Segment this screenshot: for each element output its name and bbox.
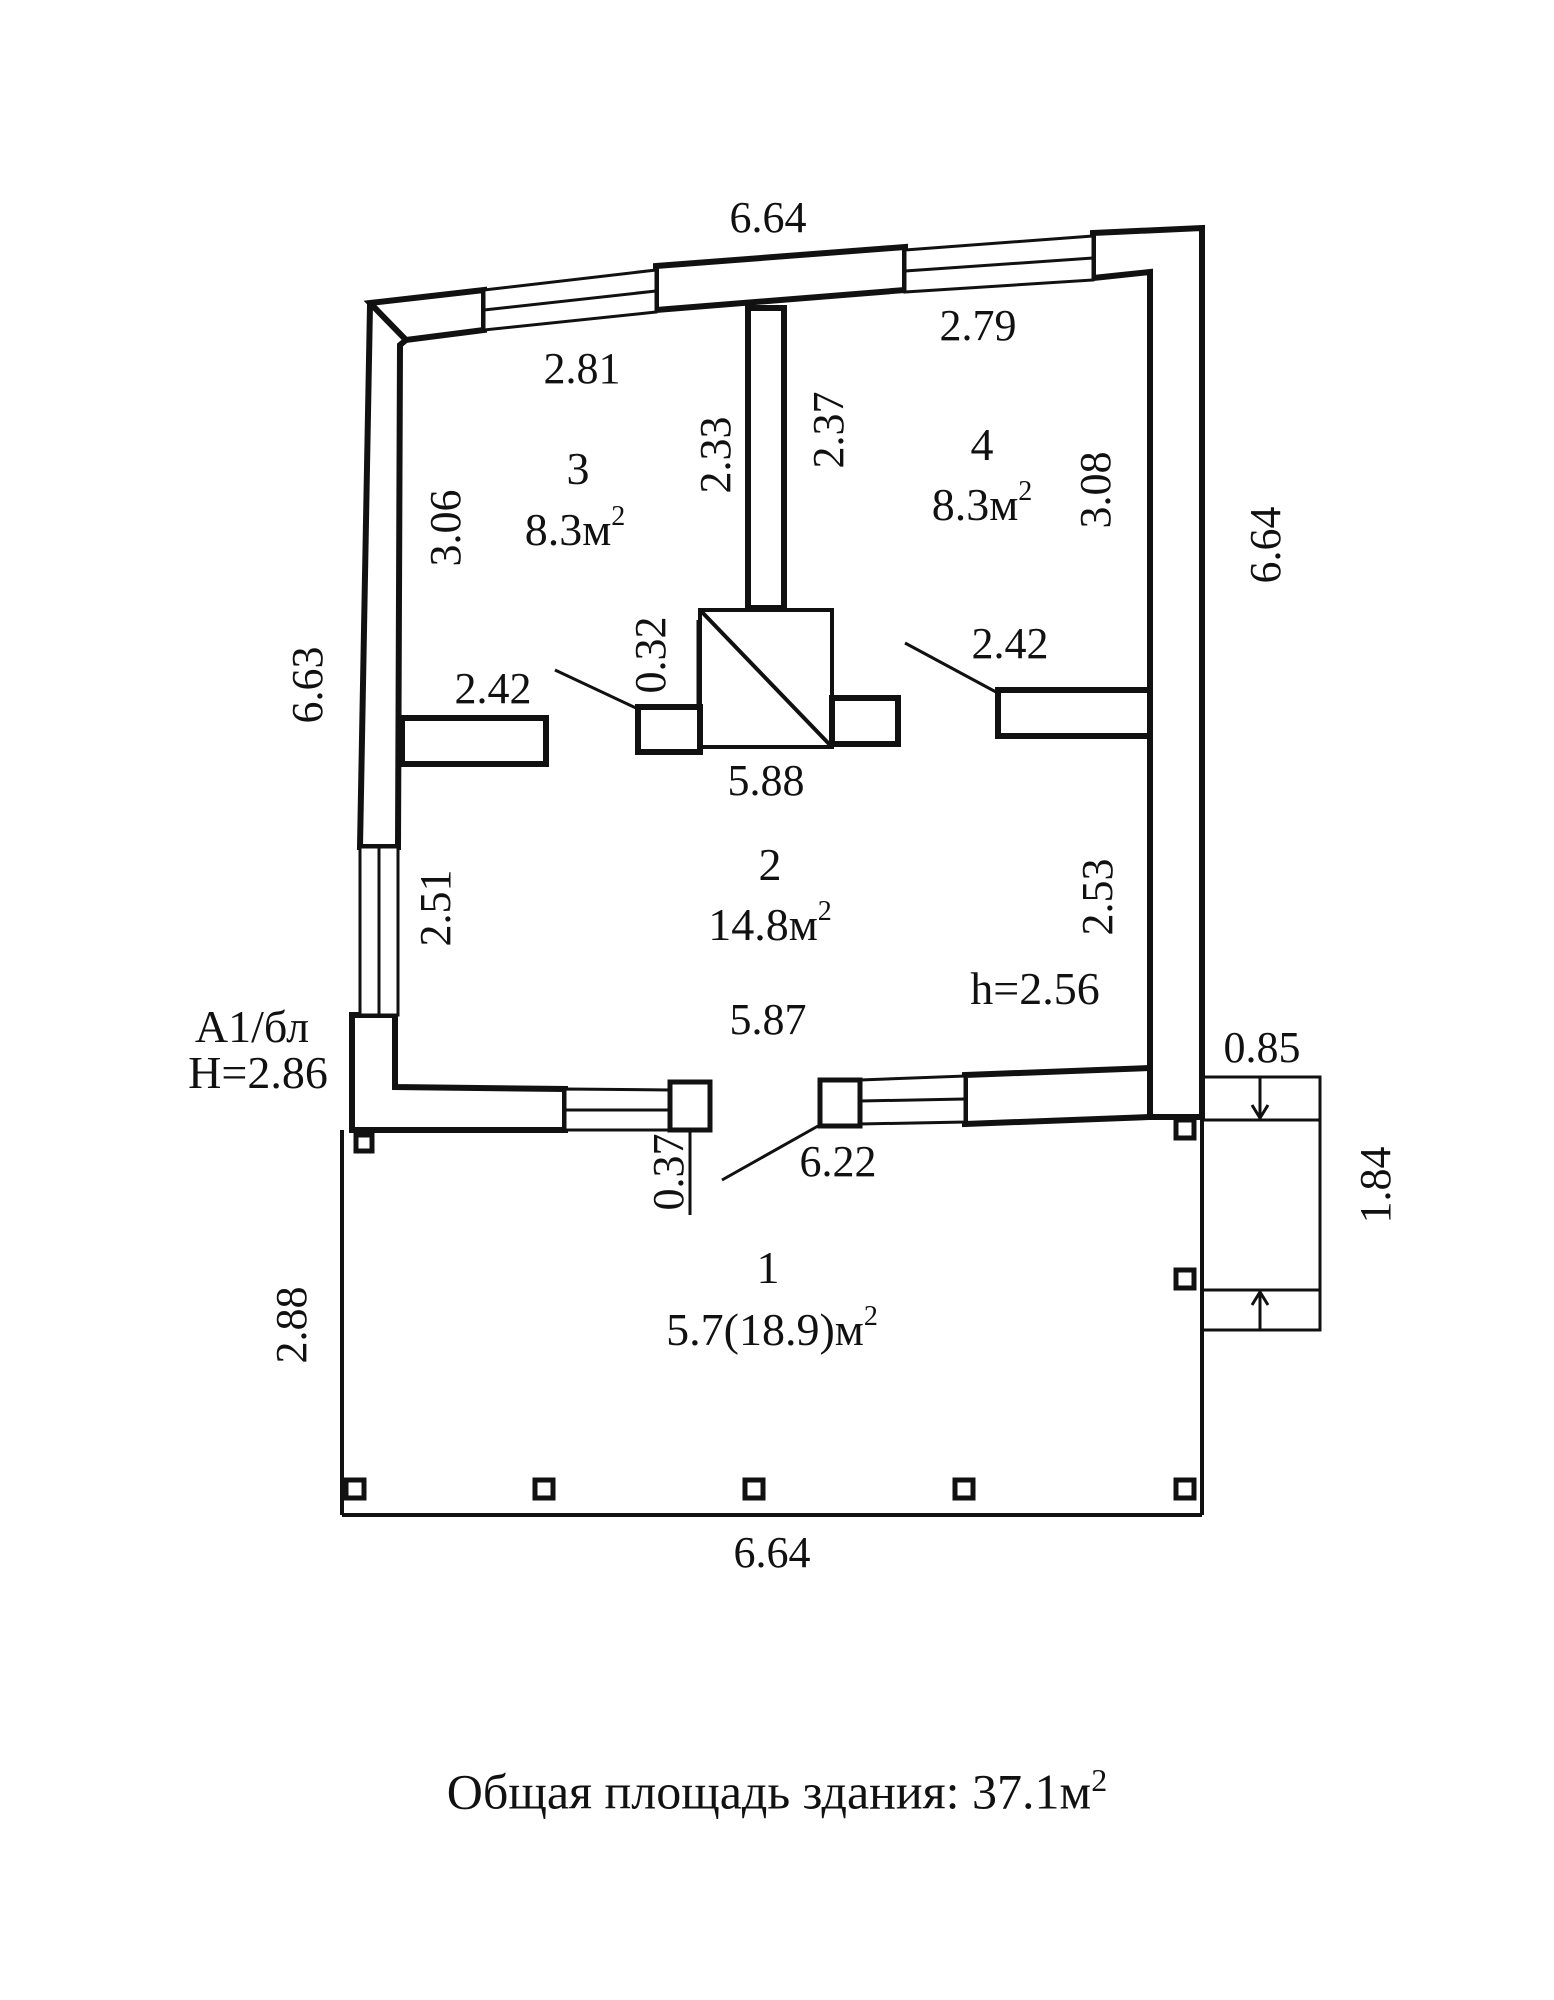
room-1-area: 5.7(18.9)м2 [666, 1301, 878, 1355]
partition-chimney-left [635, 704, 703, 755]
dim-wall-thickness: 0.37 [644, 1134, 693, 1211]
top-windows [482, 234, 1095, 332]
left-window [358, 845, 400, 1017]
bottom-windows [563, 1074, 967, 1133]
post [343, 1477, 367, 1501]
dim-room3-top: 2.81 [544, 344, 621, 393]
room-3-number: 3 [567, 443, 590, 494]
dim-top-outer: 6.64 [730, 193, 807, 242]
dim-right-outer: 6.64 [1241, 507, 1290, 584]
top-wall-right [1090, 224, 1205, 1120]
room-2-area: 14.8м2 [708, 896, 832, 950]
dim-room4-left: 2.37 [804, 392, 853, 469]
post [952, 1477, 976, 1501]
dim-bottom-outer: 6.64 [734, 1528, 811, 1577]
door-jamb-right [817, 1077, 863, 1129]
room-2-number: 2 [759, 839, 782, 890]
dimension-labels: 6.64 2.81 2.79 3.06 2.33 2.37 3.08 6.64 … [267, 193, 1400, 1577]
top-wall-middle [653, 243, 908, 314]
partition-room3-stub [399, 715, 549, 767]
interior-partitions [399, 305, 1153, 767]
total-area-exponent: 2 [1091, 1762, 1108, 1798]
room-height: h=2.56 [970, 963, 1099, 1014]
building-code: А1/бл [195, 1001, 309, 1052]
door-jamb-left [667, 1079, 713, 1133]
dim-hall-bottom: 5.87 [730, 995, 807, 1044]
partition-room4-stub [995, 687, 1153, 739]
height-labels: А1/бл H=2.86 h=2.56 [188, 963, 1100, 1098]
dim-porch-width: 6.22 [800, 1137, 877, 1186]
partition-room3-room4 [745, 305, 787, 611]
dim-chimney-gap: 0.32 [626, 617, 675, 694]
dim-room4-right: 3.08 [1071, 452, 1120, 529]
dim-hall-top: 5.88 [728, 756, 805, 805]
total-area-label: Общая площадь здания: 37.1м [446, 1763, 1092, 1820]
dim-hall-right: 2.53 [1073, 859, 1122, 936]
room-labels: 3 8.3м2 4 8.3м2 2 14.8м2 1 5.7(18.9)м2 [525, 419, 1033, 1355]
partition-chimney-right [829, 695, 901, 747]
room-4-number: 4 [971, 419, 994, 470]
dim-door4-width: 2.42 [972, 619, 1049, 668]
post [532, 1477, 556, 1501]
post [1173, 1267, 1197, 1291]
dim-left-outer: 6.63 [283, 647, 332, 724]
dim-room3-left: 3.06 [421, 490, 470, 567]
post [1173, 1477, 1197, 1501]
leader-lines [554, 620, 997, 1215]
post [353, 1132, 375, 1154]
room-1-number: 1 [757, 1242, 780, 1293]
dim-hall-left: 2.51 [411, 870, 460, 947]
post [1173, 1117, 1197, 1141]
dim-steps-width: 0.85 [1224, 1023, 1301, 1072]
room-3-area: 8.3м2 [525, 501, 626, 555]
post [742, 1477, 766, 1501]
dim-room3-right: 2.33 [691, 417, 740, 494]
dim-veranda-left: 2.88 [267, 1287, 316, 1364]
building-height: H=2.86 [188, 1047, 328, 1098]
dim-door3-width: 2.42 [455, 664, 532, 713]
bottom-wall-right [962, 1064, 1153, 1128]
total-area-caption: Общая площадь здания: 37.1м2 [0, 1762, 1554, 1821]
dim-room4-top: 2.79 [940, 301, 1017, 350]
stove [698, 608, 834, 749]
dim-steps-length: 1.84 [1351, 1147, 1400, 1224]
room-4-area: 8.3м2 [932, 476, 1033, 530]
steps [1200, 1075, 1322, 1332]
left-wall-lower [349, 1012, 568, 1133]
